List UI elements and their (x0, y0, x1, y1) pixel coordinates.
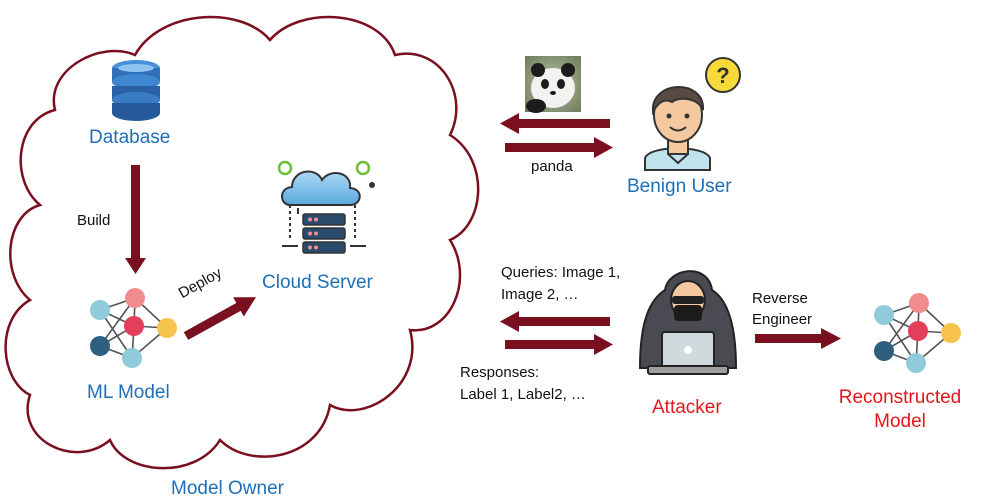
attacker-label: Attacker (652, 397, 722, 418)
reverse-engineer-arrow (755, 328, 841, 349)
panda-response-label: panda (531, 158, 573, 175)
responses-label-line2: Label 1, Label2, … (460, 386, 586, 403)
queries-label-line2: Image 2, … (501, 286, 579, 303)
panda-photo (525, 56, 581, 113)
svg-text:?: ? (716, 63, 729, 88)
reverse-label-line2: Engineer (752, 311, 813, 328)
reverse-label-line1: Reverse (752, 290, 808, 307)
model-owner-label: Model Owner (171, 478, 284, 499)
benign-user-label: Benign User (627, 176, 732, 197)
benign-query-arrow (500, 113, 610, 134)
build-label: Build (77, 212, 111, 229)
build-arrow (125, 165, 146, 274)
hooded-hacker-icon (638, 270, 738, 375)
cloud-server-icon (277, 160, 375, 254)
reconstructed-label-line1: Reconstructed (838, 387, 962, 408)
neural-network-icon (90, 288, 177, 368)
reconstructed-label-line2: Model (874, 411, 926, 432)
responses-label-line1: Responses: (460, 364, 540, 381)
ml-model-label: ML Model (87, 382, 170, 403)
attacker-response-arrow (505, 334, 613, 355)
cloud-server-label: Cloud Server (262, 272, 373, 293)
benign-response-arrow (505, 137, 613, 158)
deploy-arrow (183, 297, 256, 340)
reconstructed-network-icon (874, 293, 961, 373)
queries-label-line1: Queries: Image 1, (501, 264, 621, 281)
database-icon (112, 60, 160, 121)
model-owner-cloud (4, 15, 480, 470)
attacker-query-arrow (500, 311, 610, 332)
confused-user-icon: ? (644, 57, 741, 171)
database-label: Database (89, 127, 171, 148)
